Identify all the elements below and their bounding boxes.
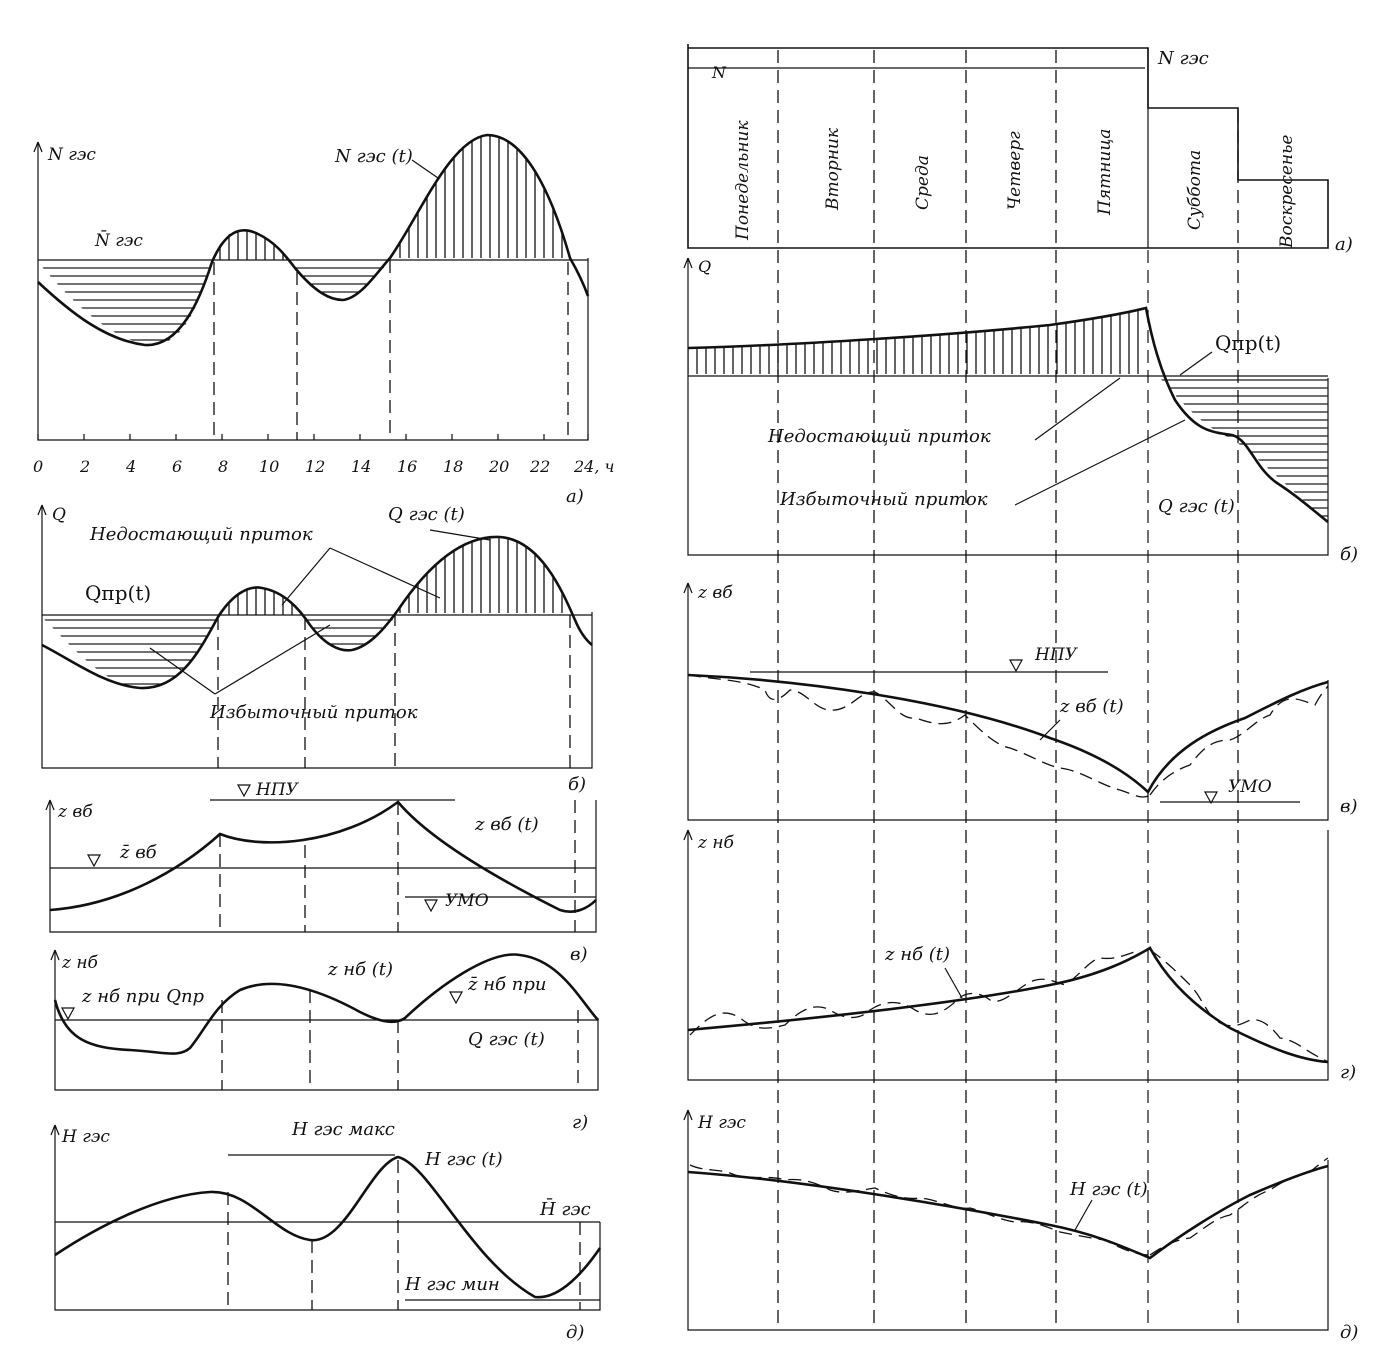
right-a-letter: а) <box>1335 234 1353 255</box>
right-panel-g: z нб z нб (t) г) <box>683 829 1356 1083</box>
right-d-letter: д) <box>1340 1322 1358 1343</box>
left-g-label-right: z̄ нб при <box>467 974 546 995</box>
left-a-ticks <box>37 434 589 440</box>
day-friday: Пятница <box>1095 129 1115 216</box>
left-b-deficit-label: Недостающий приток <box>89 524 313 545</box>
left-v-letter: в) <box>570 944 588 965</box>
left-b-curve <box>41 535 593 690</box>
left-panel-v: z вб НПУ z̄ вб z вб (t) УМО в) <box>45 780 597 965</box>
right-day-dividers <box>777 50 1239 1330</box>
left-panel-g: z нб z нб при Qпр z нб (t) z̄ нб при Q г… <box>50 949 599 1133</box>
right-a-n-label: N <box>711 63 727 82</box>
left-a-axes <box>37 142 589 441</box>
right-g-curve-label: z нб (t) <box>884 944 950 965</box>
left-a-tick-4: 4 <box>125 457 136 476</box>
right-b-ylabel: Q <box>698 257 711 276</box>
left-a-tick-24: 24, ч <box>573 457 614 476</box>
left-b-inflow-label: Qпр(t) <box>85 581 151 605</box>
left-b-excess-label: Избыточный приток <box>209 702 418 723</box>
left-panel-b: Q Недостающий приток Q гэс (t) Qпр(t) Из… <box>37 504 593 795</box>
left-panel-d: H гэс H гэс макс H гэс (t) H̄ гэс H гэс … <box>50 1119 602 1343</box>
left-a-tick-8: 8 <box>218 457 228 476</box>
left-v-npu-label: НПУ <box>255 780 300 800</box>
left-a-tick-10: 10 <box>259 457 279 476</box>
day-sunday: Воскресенье <box>1277 135 1297 249</box>
right-b-letter: б) <box>1340 544 1358 565</box>
right-v-curve-label: z вб (t) <box>1059 696 1124 717</box>
left-v-umo-label: УМО <box>445 891 489 911</box>
right-v-letter: в) <box>1340 796 1358 817</box>
left-g-label-left: z нб при Qпр <box>81 986 205 1007</box>
left-v-curve-label: z вб (t) <box>474 814 539 835</box>
right-a-curve-label: N гэс <box>1157 48 1209 69</box>
left-v-mean-label: z̄ вб <box>119 842 158 863</box>
right-b-curve-label: Q гэс (t) <box>1158 496 1235 517</box>
left-a-tick-6: 6 <box>172 457 182 476</box>
left-a-curve-label: N гэс (t) <box>334 146 413 167</box>
left-a-tick-0: 0 <box>33 457 43 476</box>
day-wednesday: Среда <box>913 155 933 210</box>
left-a-letter: а) <box>566 486 584 507</box>
right-v-umo-label: УМО <box>1228 777 1272 797</box>
left-d-min-label: H гэс мин <box>404 1274 500 1295</box>
day-saturday: Суббота <box>1185 150 1205 230</box>
left-v-ylabel: z вб <box>57 802 93 822</box>
right-d-curve-label: H гэс (t) <box>1069 1179 1148 1200</box>
left-b-letter: б) <box>568 774 586 795</box>
day-tuesday: Вторник <box>823 127 843 211</box>
left-g-curve-label: z нб (t) <box>327 959 393 980</box>
right-d-ylabel: H гэс <box>697 1113 746 1133</box>
left-d-ylabel: H гэс <box>61 1127 110 1147</box>
left-a-mean-label: N̄ гэс <box>94 229 143 251</box>
left-d-max-label: H гэс макс <box>291 1119 395 1140</box>
right-b-excess-label: Избыточный приток <box>779 489 988 510</box>
left-a-tick-16: 16 <box>397 457 417 476</box>
left-a-tick-18: 18 <box>443 457 463 476</box>
left-a-tick-2: 2 <box>79 457 90 476</box>
left-a-ylabel: N гэс <box>47 145 96 165</box>
left-b-curve-label: Q гэс (t) <box>388 504 465 525</box>
left-g-ylabel: z нб <box>61 953 99 973</box>
right-g-letter: г) <box>1340 1062 1356 1083</box>
right-v-ylabel: z вб <box>697 583 733 603</box>
left-a-tick-14: 14 <box>351 457 371 476</box>
right-g-ylabel: z нб <box>697 833 735 853</box>
right-panel-v: z вб НПУ z вб (t) УМО в) <box>683 582 1358 821</box>
left-a-curve <box>37 133 590 347</box>
left-d-letter: д) <box>566 1322 584 1343</box>
right-panel-d: H гэс H гэс (t) д) <box>683 1109 1358 1343</box>
left-a-tick-22: 22 <box>529 457 550 476</box>
left-g-letter: г) <box>572 1112 588 1133</box>
right-b-inflow-label: Qпр(t) <box>1215 331 1281 355</box>
right-panel-b: Q Qпр(t) Недостающий приток Избыточный п… <box>683 257 1358 565</box>
left-d-curve-label: H гэс (t) <box>424 1149 503 1170</box>
left-b-ylabel: Q <box>52 505 66 525</box>
day-monday: Понедельник <box>733 120 753 241</box>
left-g-label-right2: Q гэс (t) <box>468 1029 545 1050</box>
right-b-deficit-label: Недостающий приток <box>767 426 991 447</box>
day-thursday: Четверг <box>1005 131 1025 210</box>
left-panel-a: N гэс N̄ гэс N гэс (t) 0 2 4 6 8 10 12 1… <box>33 133 614 507</box>
left-a-tick-12: 12 <box>305 457 325 476</box>
right-panel-a: N N гэс а) Понедельник Вторник Среда Чет… <box>687 44 1353 255</box>
left-d-mean-label: H̄ гэс <box>539 1197 591 1220</box>
left-a-tick-20: 20 <box>488 457 509 476</box>
